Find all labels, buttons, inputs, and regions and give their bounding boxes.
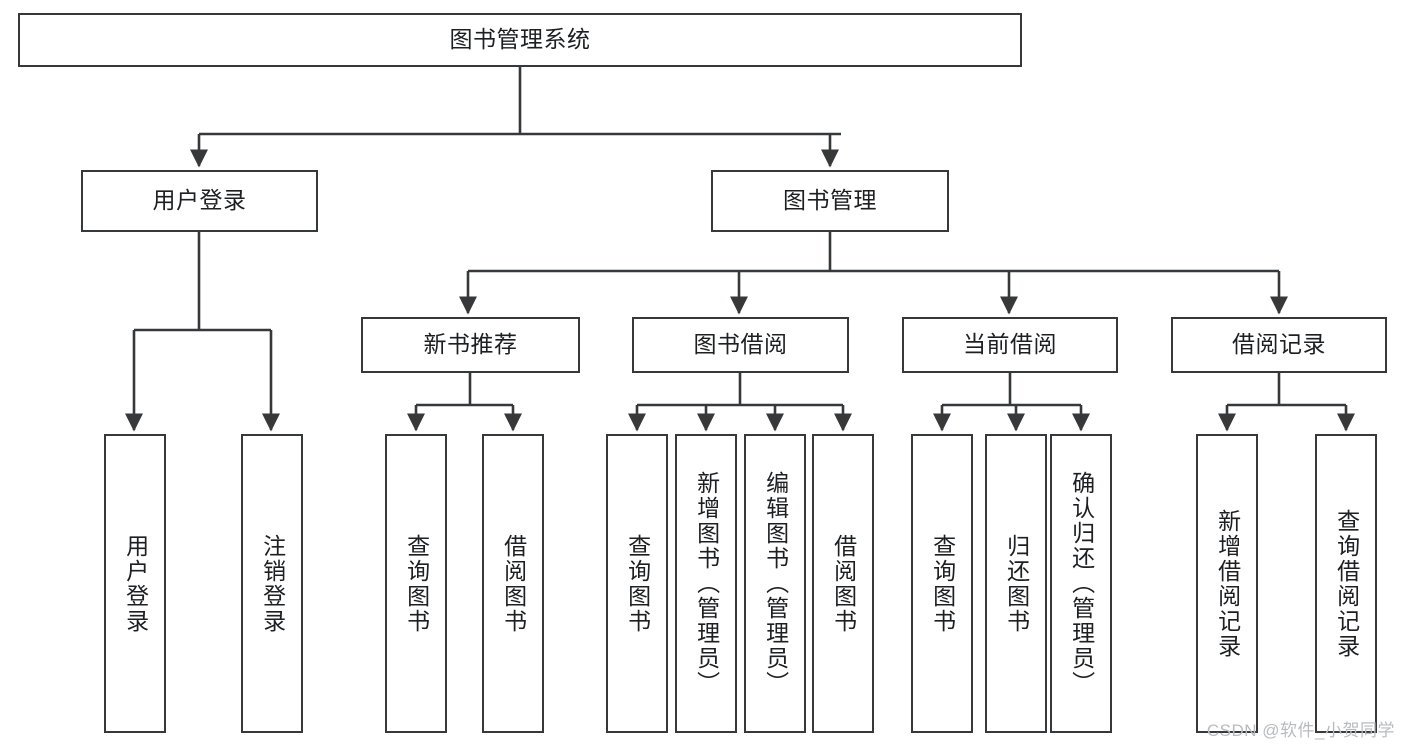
node-book-borrow[interactable]: 图书借阅 [632, 317, 849, 373]
leaf-user-login[interactable]: 用户登录 [104, 434, 166, 733]
leaf-query-book-current[interactable]: 查询图书 [911, 434, 973, 733]
leaf-add-book-admin[interactable]: 新增图书（管理员） [675, 434, 737, 733]
leaf-query-book-new[interactable]: 查询图书 [385, 434, 447, 733]
leaf-add-borrow-record[interactable]: 新增借阅记录 [1196, 434, 1258, 733]
leaf-return-book[interactable]: 归还图书 [985, 434, 1047, 733]
node-user-login[interactable]: 用户登录 [81, 170, 318, 232]
csdn-watermark: CSDN @软件_小贺同学 [1206, 721, 1395, 740]
leaf-borrow-book-new[interactable]: 借阅图书 [482, 434, 544, 733]
node-book-management[interactable]: 图书管理 [711, 170, 949, 232]
node-current-borrow[interactable]: 当前借阅 [902, 317, 1118, 373]
node-new-book-recommend[interactable]: 新书推荐 [361, 317, 580, 373]
leaf-query-book-borrow[interactable]: 查询图书 [606, 434, 668, 733]
leaf-edit-book-admin[interactable]: 编辑图书（管理员） [744, 434, 806, 733]
leaf-confirm-return-admin[interactable]: 确认归还（管理员） [1050, 434, 1112, 733]
leaf-query-borrow-record[interactable]: 查询借阅记录 [1315, 434, 1377, 733]
node-borrow-records[interactable]: 借阅记录 [1171, 317, 1387, 373]
node-root[interactable]: 图书管理系统 [18, 13, 1022, 67]
leaf-lend-book[interactable]: 借阅图书 [812, 434, 874, 733]
leaf-logout[interactable]: 注销登录 [241, 434, 303, 733]
